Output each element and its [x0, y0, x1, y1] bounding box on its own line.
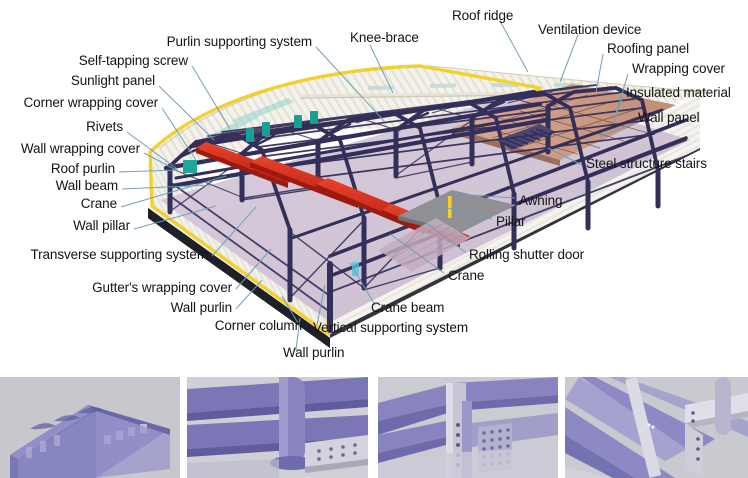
label-rolling-shutter-door: Rolling shutter door [469, 247, 585, 262]
label-corner-wrapping-cover: Corner wrapping cover [23, 95, 159, 110]
label-transverse-supporting-system: Transverse supporting system [30, 247, 208, 262]
label-sunlight-panel: Sunlight panel [70, 73, 155, 88]
label-corner-column: Corner column [214, 318, 302, 333]
label-self-tapping-screw: Self-tapping screw [78, 53, 188, 68]
label-rivets: Rivets [86, 119, 123, 134]
pillar [448, 196, 452, 218]
label-steel-structure-stairs: Steel structure stairs [586, 156, 707, 171]
label-wall-wrapping-cover: Wall wrapping cover [20, 141, 140, 156]
label-roofing-panel: Roofing panel [607, 41, 690, 56]
leader-lines [118, 20, 635, 351]
label-crane-bottom: Crane [448, 268, 485, 283]
label-vertical-supporting-system: Vertical supporting system [313, 320, 468, 335]
photo-strip [0, 377, 748, 478]
label-wall-beam: Wall beam [55, 178, 118, 193]
label-gutters-wrapping-cover: Gutter's wrapping cover [92, 280, 232, 295]
label-crane-beam: Crane beam [371, 300, 445, 315]
label-knee-brace: Knee-brace [350, 30, 419, 45]
steel-frame [163, 84, 688, 333]
label-roof-purlin: Roof purlin [50, 161, 115, 176]
photo-3-content [378, 377, 558, 478]
label-wrapping-cover: Wrapping cover [632, 61, 725, 76]
teal-fittings [183, 111, 359, 276]
photo-2-content [187, 377, 368, 478]
label-wall-purlin-bottom: Wall purlin [283, 345, 345, 360]
label-awning: Awning [519, 193, 563, 208]
label-purlin-supporting-system: Purlin supporting system [166, 34, 313, 49]
label-wall-panel: Wall panel [638, 110, 700, 125]
label-wall-pillar: Wall pillar [73, 218, 130, 233]
label-roof-ridge: Roof ridge [452, 8, 514, 23]
building-illustration [118, 20, 706, 351]
photo-4-content [565, 377, 748, 478]
photo-rafter-purlin-detail[interactable] [565, 377, 748, 478]
photo-1-content [0, 377, 180, 478]
label-insulated-material: Insulated material [626, 85, 731, 100]
ventilation-devices [368, 83, 580, 90]
steel-structure-stairs [495, 124, 557, 150]
photo-full-building-exterior[interactable] [0, 377, 180, 478]
label-crane-left: Crane [80, 196, 117, 211]
label-wall-purlin-left: Wall purlin [170, 300, 233, 315]
label-ventilation-device: Ventilation device [538, 22, 642, 37]
photo-column-beam-connection[interactable] [187, 377, 368, 478]
rolling-shutter-door [378, 218, 470, 272]
label-pillar: Pillar [496, 214, 526, 229]
photo-bolted-splice-plate[interactable] [378, 377, 558, 478]
labeled-diagram: Purlin supporting system Self-tapping sc… [20, 8, 731, 360]
